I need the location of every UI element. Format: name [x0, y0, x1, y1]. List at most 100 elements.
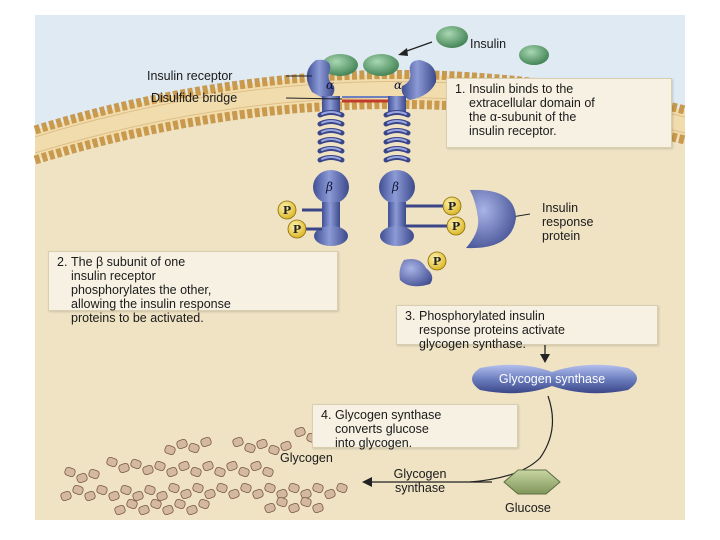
glycogen-glucose-unit — [202, 460, 214, 472]
glycogen-glucose-unit — [198, 498, 210, 510]
insulin-receptor-left — [306, 59, 349, 246]
glycogen-glucose-unit — [126, 498, 138, 510]
svg-text:P: P — [293, 223, 301, 236]
step-4-box: 4. Glycogen synthase converts glucose in… — [312, 404, 518, 450]
phosphate-5: P — [427, 251, 447, 271]
alpha-left-label: α — [326, 78, 334, 92]
step-2-box: 2. The β subunit of one insulin receptor… — [48, 251, 338, 325]
glycogen-glucose-unit — [120, 484, 132, 496]
svg-text:P: P — [448, 200, 456, 213]
glycogen-glucose-unit — [156, 490, 168, 502]
phosphate-3: P — [442, 196, 462, 216]
phosphate-groups: P P P P P — [277, 196, 466, 271]
disulfide-bridge-label: Disulfide bridge — [151, 91, 237, 105]
glycogen-glucose-unit — [264, 502, 276, 514]
insulin-molecules — [322, 26, 549, 76]
step-1-number: 1. — [455, 82, 466, 96]
insulin-binding-arrow — [403, 41, 433, 53]
insulin-bound-1 — [322, 54, 358, 76]
beta-left-label: β — [325, 180, 333, 194]
glycogen-glucose-unit — [324, 488, 336, 500]
glycogen-glucose-unit — [88, 468, 100, 480]
glycogen-glucose-unit — [144, 484, 156, 496]
glycogen-glucose-unit — [336, 482, 348, 494]
glycogen-glucose-unit — [168, 482, 180, 494]
insulin-free-1 — [436, 26, 468, 48]
step-2-text: The β subunit of one insulin receptor ph… — [71, 255, 231, 325]
glycogen-glucose-unit — [288, 482, 300, 494]
glycogen-glucose-unit — [142, 464, 154, 476]
glycogen-glucose-unit — [76, 472, 88, 484]
step-4-number: 4. — [321, 408, 332, 422]
glycogen-glucose-unit — [256, 438, 268, 450]
step-4-text: Glycogen synthase converts glucose into … — [335, 408, 442, 450]
glycogen-glucose-unit — [214, 466, 226, 478]
step-1-text: Insulin binds to the extracellular domai… — [469, 82, 595, 138]
glycogen-glucose-unit — [276, 496, 288, 508]
glycogen-glucose-unit — [180, 488, 192, 500]
glycogen-glucose-unit — [64, 466, 76, 478]
insulin-bound-2 — [363, 54, 399, 76]
glycogen-glucose-unit — [138, 504, 150, 516]
glycogen-glucose-unit — [312, 502, 324, 514]
glycogen-synthase-enzyme-label: Glycogen synthase — [499, 372, 605, 386]
glycogen-glucose-unit — [108, 490, 120, 502]
glycogen-glucose-unit — [252, 488, 264, 500]
glycogen-glucose-unit — [72, 484, 84, 496]
glycogen-glucose-unit — [232, 436, 244, 448]
glycogen-glucose-unit — [294, 426, 306, 438]
glycogen-glucose-unit — [192, 482, 204, 494]
glycogen-glucose-unit — [216, 482, 228, 494]
insulin-response-protein-released — [399, 259, 433, 287]
glycogen-glucose-unit — [190, 466, 202, 478]
insulin-response-protein-bound — [466, 189, 516, 249]
glycogen-glucose-unit — [176, 438, 188, 450]
step-3-number: 3. — [405, 309, 416, 323]
step-3-text: Phosphorylated insulin response proteins… — [419, 309, 565, 351]
step-1-box: 1. Insulin binds to the extracellular do… — [446, 78, 672, 148]
glycogen-glucose-unit — [96, 484, 108, 496]
glycogen-glucose-unit — [276, 488, 288, 500]
phosphate-4: P — [446, 216, 466, 236]
glycogen-glucose-unit — [114, 504, 126, 516]
glycogen-glucose-unit — [262, 466, 274, 478]
glycogen-glucose-unit — [244, 442, 256, 454]
phosphate-1: P — [277, 200, 297, 220]
glycogen-glucose-unit — [130, 458, 142, 470]
glycogen-synthase-enzyme — [472, 364, 637, 394]
glycogen-glucose-unit — [178, 460, 190, 472]
glycogen-glucose-unit — [162, 504, 174, 516]
glycogen-glucose-unit — [166, 466, 178, 478]
glycogen-glucose-unit — [288, 502, 300, 514]
glycogen-glucose-unit — [106, 456, 118, 468]
glycogen-glucose-unit — [250, 460, 262, 472]
insulin-receptor-right — [379, 60, 437, 246]
svg-text:P: P — [433, 255, 441, 268]
alpha-right-label: α — [394, 78, 402, 92]
glycogen-glucose-unit — [188, 442, 200, 454]
glycogen-label: Glycogen — [280, 451, 333, 465]
glycogen-glucose-unit — [84, 490, 96, 502]
enzyme-to-reaction-line — [469, 395, 554, 483]
beta-right-label: β — [391, 180, 399, 194]
glycogen-glucose-unit — [312, 482, 324, 494]
glycogen-glucose-unit — [132, 490, 144, 502]
glucose-molecule — [503, 469, 561, 495]
glycogen-glucose-unit — [186, 504, 198, 516]
svg-text:P: P — [452, 220, 460, 233]
glycogen-glucose-unit — [300, 488, 312, 500]
svg-text:P: P — [283, 204, 291, 217]
glycogen-glucose-unit — [264, 482, 276, 494]
glycogen-glucose-unit — [164, 444, 176, 456]
activation-arrow — [540, 354, 550, 363]
insulin-free-2 — [519, 45, 549, 65]
glycogen-glucose-unit — [118, 462, 130, 474]
glycogen-glucose-unit — [200, 436, 212, 448]
glycogen-glucose-unit — [280, 440, 292, 452]
cytoplasm — [35, 104, 685, 520]
glycogen-glucose-unit — [268, 444, 280, 456]
